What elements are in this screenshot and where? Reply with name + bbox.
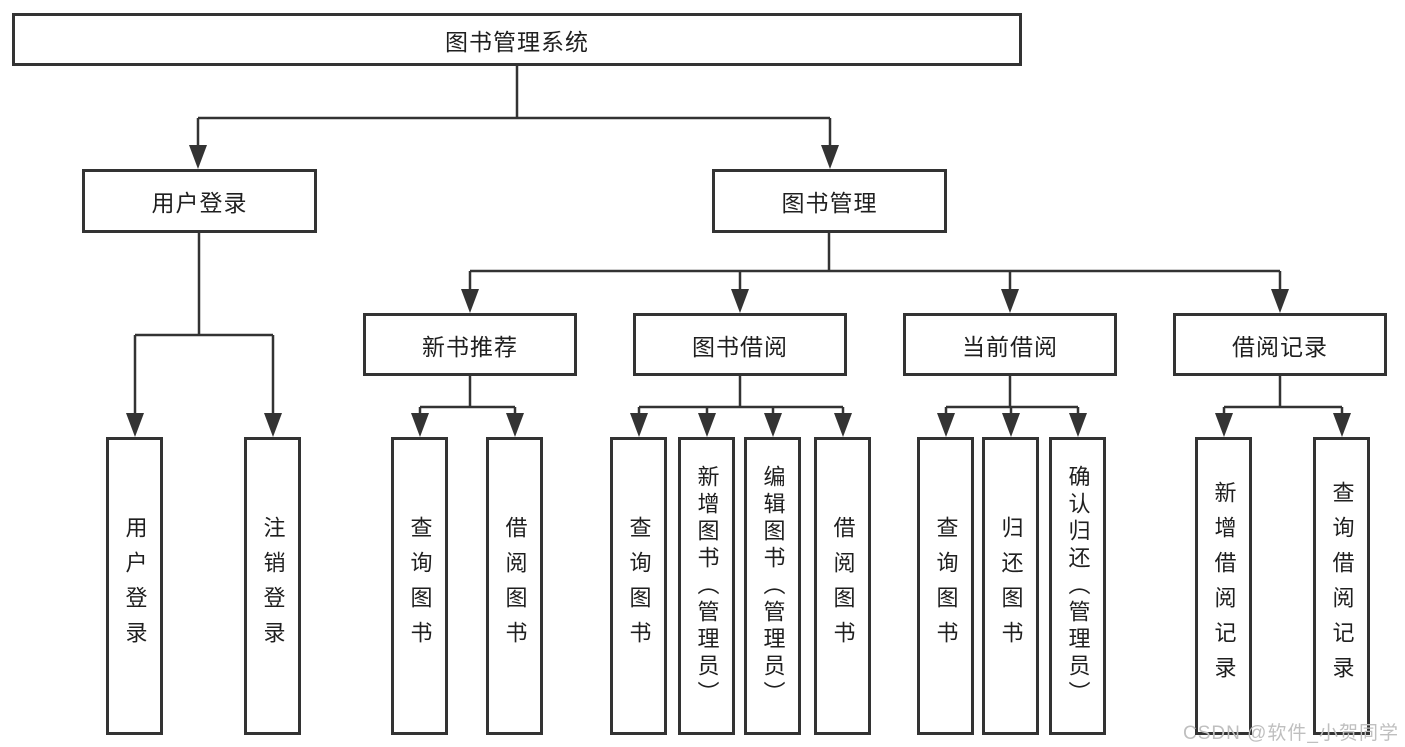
node-current-borrow: 当前借阅 <box>903 313 1117 376</box>
leaf-add-borrow-record: 新增借阅记录 <box>1195 437 1252 735</box>
leaf-logout: 注销登录 <box>244 437 301 735</box>
node-new-book-recommend-label: 新书推荐 <box>422 333 518 360</box>
arrowhead <box>1271 289 1289 313</box>
node-borrow-records-label: 借阅记录 <box>1232 333 1328 360</box>
node-book-management-label: 图书管理 <box>781 190 878 216</box>
arrowhead <box>834 413 852 437</box>
arrowhead <box>264 413 282 437</box>
arrowhead <box>506 413 524 437</box>
leaf-query-borrow-record: 查询借阅记录 <box>1313 437 1370 735</box>
arrowhead <box>764 413 782 437</box>
node-user-login: 用户登录 <box>82 169 317 233</box>
leaf-borrow-books-label: 借阅图书 <box>830 516 856 656</box>
leaf-query-borrow-record-label: 查询借阅记录 <box>1329 481 1355 691</box>
leaf-borrow-books: 借阅图书 <box>814 437 871 735</box>
leaf-user-login: 用户登录 <box>106 437 163 735</box>
leaf-confirm-return-admin-label: 确认归还（管理员） <box>1065 464 1091 708</box>
arrowhead <box>630 413 648 437</box>
arrowhead <box>1215 413 1233 437</box>
leaf-query-books-current-label: 查询图书 <box>933 516 959 656</box>
arrowhead <box>731 289 749 313</box>
leaf-query-books-borrow-label: 查询图书 <box>626 516 652 656</box>
leaf-borrow-books-recommend-label: 借阅图书 <box>502 516 528 656</box>
watermark: CSDN @软件_小贺同学 <box>1183 723 1399 744</box>
node-root-label: 图书管理系统 <box>445 28 589 55</box>
node-current-borrow-label: 当前借阅 <box>962 333 1058 360</box>
arrowhead <box>937 413 955 437</box>
leaf-borrow-books-recommend: 借阅图书 <box>486 437 543 735</box>
leaf-return-books-label: 归还图书 <box>998 516 1024 656</box>
arrowhead <box>1333 413 1351 437</box>
arrowhead <box>126 413 144 437</box>
node-new-book-recommend: 新书推荐 <box>363 313 577 376</box>
arrowhead <box>189 145 207 169</box>
arrowhead <box>1069 413 1087 437</box>
node-book-management: 图书管理 <box>712 169 947 233</box>
arrowhead <box>821 145 839 169</box>
leaf-add-books-admin: 新增图书（管理员） <box>678 437 735 735</box>
arrowhead <box>1002 413 1020 437</box>
leaf-return-books: 归还图书 <box>982 437 1039 735</box>
node-book-borrow: 图书借阅 <box>633 313 847 376</box>
connector-paths <box>133 64 1344 418</box>
leaf-edit-books-admin-label: 编辑图书（管理员） <box>760 464 786 708</box>
leaf-query-books-recommend: 查询图书 <box>391 437 448 735</box>
arrowhead <box>411 413 429 437</box>
node-user-login-label: 用户登录 <box>151 190 248 216</box>
leaf-query-books-current: 查询图书 <box>917 437 974 735</box>
arrowhead <box>1001 289 1019 313</box>
leaf-user-login-label: 用户登录 <box>122 516 148 656</box>
leaf-confirm-return-admin: 确认归还（管理员） <box>1049 437 1106 735</box>
arrowhead <box>461 289 479 313</box>
node-borrow-records: 借阅记录 <box>1173 313 1387 376</box>
leaf-query-books-recommend-label: 查询图书 <box>407 516 433 656</box>
arrowheads <box>126 145 1351 437</box>
node-root: 图书管理系统 <box>12 13 1022 66</box>
leaf-edit-books-admin: 编辑图书（管理员） <box>744 437 801 735</box>
node-book-borrow-label: 图书借阅 <box>692 333 788 360</box>
leaf-add-books-admin-label: 新增图书（管理员） <box>694 464 720 708</box>
leaf-logout-label: 注销登录 <box>260 516 286 656</box>
leaf-add-borrow-record-label: 新增借阅记录 <box>1211 481 1237 691</box>
leaf-query-books-borrow: 查询图书 <box>610 437 667 735</box>
arrowhead <box>698 413 716 437</box>
